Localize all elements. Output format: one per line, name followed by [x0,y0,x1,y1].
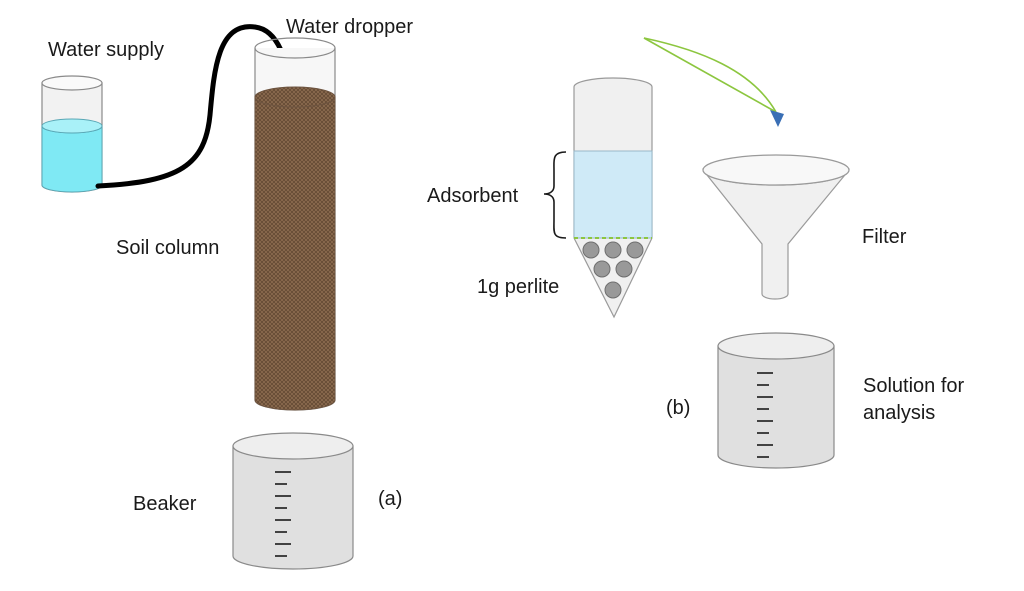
beaker-b [717,332,835,469]
label-water-supply: Water supply [48,39,164,61]
label-beaker: Beaker [133,493,197,515]
label-panel-a: (a) [378,488,402,510]
water-supply-container [41,75,103,193]
label-water-dropper: Water dropper [286,16,413,38]
water-supply-water [41,125,103,193]
label-adsorbent: Adsorbent [427,185,519,207]
label-filter: Filter [862,226,907,248]
adsorbent-tube [573,77,653,319]
arrow-head [770,110,784,127]
label-panel-b: (b) [666,397,690,419]
adsorbent-layer [573,150,653,239]
curved-arrow [643,37,784,127]
perlite-beads [582,241,644,299]
soil-fill [254,96,336,411]
filter-funnel [702,154,850,300]
adsorbent-bracket [543,151,567,239]
label-soil-column: Soil column [116,237,219,259]
beaker-b-graduations [757,372,773,458]
beaker-a-graduations [275,471,291,557]
label-perlite: 1g perlite [477,276,559,298]
beaker-a [232,432,354,570]
water-tube [95,24,296,189]
soil-column [254,37,336,411]
label-solution-line1: Solution for [863,375,965,397]
label-solution-line2: analysis [863,402,935,424]
